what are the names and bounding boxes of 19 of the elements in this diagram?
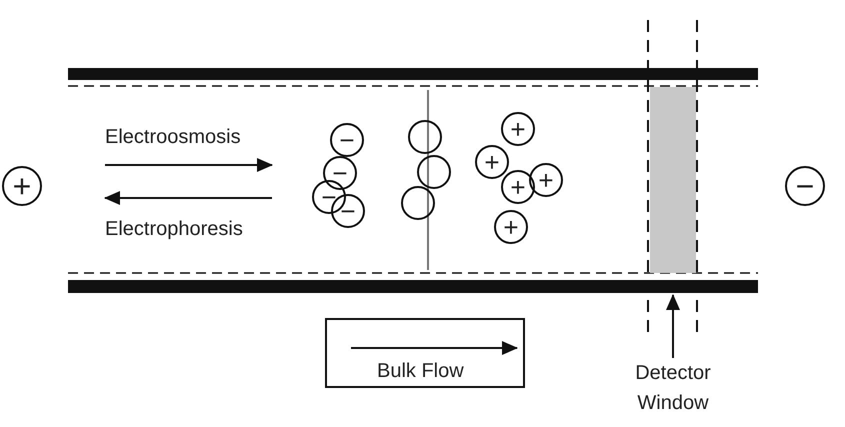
ion-circle: +: [475, 145, 509, 179]
ion-circle: +: [529, 163, 563, 197]
ion-circle: −: [323, 156, 357, 190]
ion-circle: +: [494, 210, 528, 244]
anode-symbol: +: [2, 166, 42, 206]
arrow-label: Electrophoresis: [105, 218, 243, 241]
detector-zone: [650, 87, 696, 273]
ion-circle: −: [330, 123, 364, 157]
arrow: [666, 294, 680, 358]
detector-label: Detector Window: [618, 358, 728, 418]
neutral-molecule: [417, 155, 451, 189]
neutral-molecule: [401, 186, 435, 220]
ion-circle: +: [501, 170, 535, 204]
ion-circle: +: [501, 112, 535, 146]
bulk-flow-box: [325, 318, 525, 388]
cathode-symbol: −: [785, 166, 825, 206]
box-label: Bulk Flow: [377, 360, 464, 383]
neutral-molecule: [408, 120, 442, 154]
arrow-label: Electroosmosis: [105, 126, 241, 149]
